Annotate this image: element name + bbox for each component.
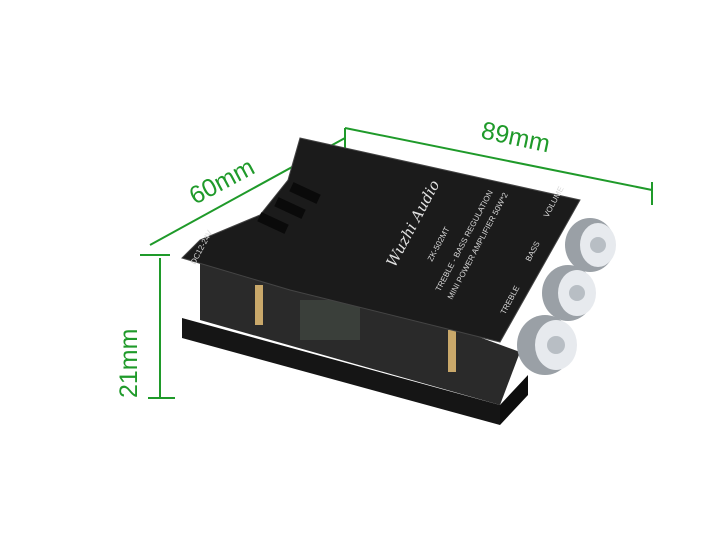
standoff (255, 285, 263, 325)
width-dimension-label: 60mm (185, 153, 259, 210)
standoff (448, 330, 456, 372)
amplifier-board (181, 137, 581, 425)
treble-knob[interactable] (517, 315, 577, 375)
length-dimension-label: 89mm (479, 116, 553, 158)
bass-knob[interactable] (542, 265, 596, 321)
knobs (517, 218, 616, 375)
volume-knob[interactable] (565, 218, 616, 272)
height-dimension-label: 21mm (115, 329, 143, 398)
heatsink (257, 182, 321, 234)
